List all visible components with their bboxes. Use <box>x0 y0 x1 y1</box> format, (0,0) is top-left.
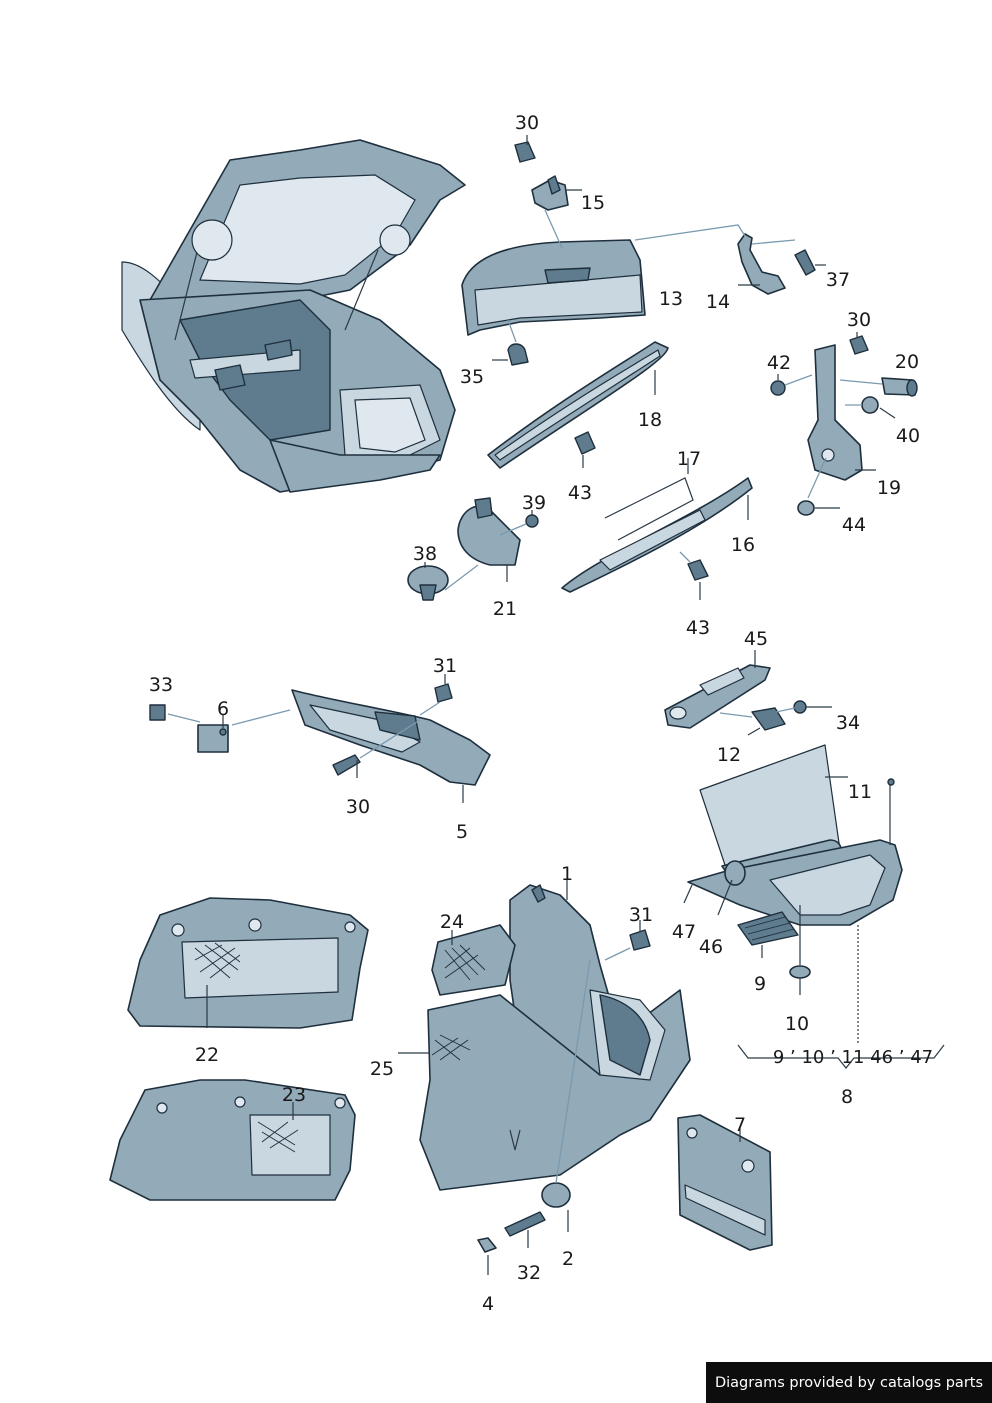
part-18-trim-strip <box>487 341 669 469</box>
callout-30: 30 <box>515 112 539 134</box>
callout-20: 20 <box>895 351 919 373</box>
part-9-mat <box>737 911 799 958</box>
part-12-holder <box>719 707 786 736</box>
callout-15: 15 <box>581 192 605 214</box>
credit-banner: Diagrams provided by catalogs parts <box>706 1362 992 1403</box>
callout-43: 43 <box>568 482 592 504</box>
callout-22: 22 <box>195 1044 219 1066</box>
part-31-clip-lower <box>604 920 651 961</box>
callout-labels: 30 15 37 13 14 35 30 42 20 18 40 17 43 1… <box>149 112 933 1315</box>
part-14-pull-handle <box>634 224 786 295</box>
callout-23: 23 <box>282 1084 306 1106</box>
callout-33: 33 <box>149 674 173 696</box>
part-43-clip-upper <box>574 431 596 468</box>
callout-8-contents: 9 ’ 10 ’ 11 46 ’ 47 <box>773 1047 933 1068</box>
part-23-side-panel <box>109 1079 356 1201</box>
part-24-mesh-panel <box>431 924 516 996</box>
callout-35: 35 <box>460 366 484 388</box>
callout-12: 12 <box>717 744 741 766</box>
callout-44: 44 <box>842 514 866 536</box>
part-25-floor-liner <box>398 989 691 1191</box>
car-rear-illustration <box>121 139 466 493</box>
part-33-screw <box>149 704 201 723</box>
part-32-screw <box>504 1211 546 1248</box>
part-39-screw <box>499 510 539 536</box>
part-38-push-rivet <box>407 562 479 601</box>
callout-37: 37 <box>826 269 850 291</box>
callout-10: 10 <box>785 1013 809 1035</box>
callout-6: 6 <box>217 698 229 720</box>
callout-5: 5 <box>456 821 468 843</box>
callout-40: 40 <box>896 425 920 447</box>
part-42-screw <box>770 374 813 396</box>
callout-31: 31 <box>433 655 457 677</box>
callout-47: 47 <box>672 921 696 943</box>
parts-diagram: 30 15 37 13 14 35 30 42 20 18 40 17 43 1… <box>109 112 945 1315</box>
part-30-screw-middle <box>332 719 421 778</box>
part-34-screw <box>775 700 832 714</box>
callout-45: 45 <box>744 628 768 650</box>
callout-43: 43 <box>686 617 710 639</box>
part-13-lid-trim <box>461 239 646 336</box>
part-40-cap <box>845 396 896 419</box>
callout-4: 4 <box>482 1293 494 1315</box>
part-2-cap <box>541 959 591 1232</box>
callout-14: 14 <box>706 291 730 313</box>
part-31-clip-middle <box>419 674 453 716</box>
part-37-screw <box>751 239 826 276</box>
part-35-push-rivet <box>492 319 529 366</box>
callout-17: 17 <box>677 448 701 470</box>
callout-30: 30 <box>346 796 370 818</box>
callout-9: 9 <box>754 973 766 995</box>
callout-7: 7 <box>734 1114 746 1136</box>
part-30-clip-top <box>514 135 536 163</box>
callout-21: 21 <box>493 598 517 620</box>
part-43-clip-lower <box>679 551 709 600</box>
part-30-clip-right <box>849 332 869 355</box>
callout-13: 13 <box>659 288 683 310</box>
callout-1: 1 <box>561 863 573 885</box>
callout-11: 11 <box>848 781 872 803</box>
part-4-clip <box>477 1237 497 1275</box>
callout-34: 34 <box>836 712 860 734</box>
callout-16: 16 <box>731 534 755 556</box>
part-20-lamp <box>839 377 918 397</box>
part-6-bracket <box>197 709 291 753</box>
part-5-trim-panel <box>291 689 491 803</box>
callout-8: 8 <box>841 1086 853 1108</box>
part-45-hook <box>664 650 771 729</box>
part-47-end-cap <box>683 884 693 904</box>
part-21-trim-cover <box>457 497 521 582</box>
callout-18: 18 <box>638 409 662 431</box>
callout-19: 19 <box>877 477 901 499</box>
callout-32: 32 <box>517 1262 541 1284</box>
part-44-plug <box>797 457 840 516</box>
part-8-bracket-line <box>737 925 945 1069</box>
part-15-bracket <box>531 175 582 249</box>
callout-42: 42 <box>767 352 791 374</box>
callout-2: 2 <box>562 1248 574 1270</box>
callout-30: 30 <box>847 309 871 331</box>
callout-38: 38 <box>413 543 437 565</box>
callout-31: 31 <box>629 904 653 926</box>
part-10-rod <box>789 905 811 995</box>
callout-39: 39 <box>522 492 546 514</box>
part-17-handle-loop <box>604 458 694 541</box>
part-22-side-panel <box>127 897 369 1029</box>
part-7-access-cover <box>677 1114 773 1251</box>
part-16-cover-panel <box>561 477 753 593</box>
part-19-bracket <box>807 344 876 481</box>
part-8-luggage-cover-set <box>687 744 903 926</box>
callout-25: 25 <box>370 1058 394 1080</box>
callout-24: 24 <box>440 911 464 933</box>
callout-46: 46 <box>699 936 723 958</box>
part-46-roller <box>717 860 746 916</box>
